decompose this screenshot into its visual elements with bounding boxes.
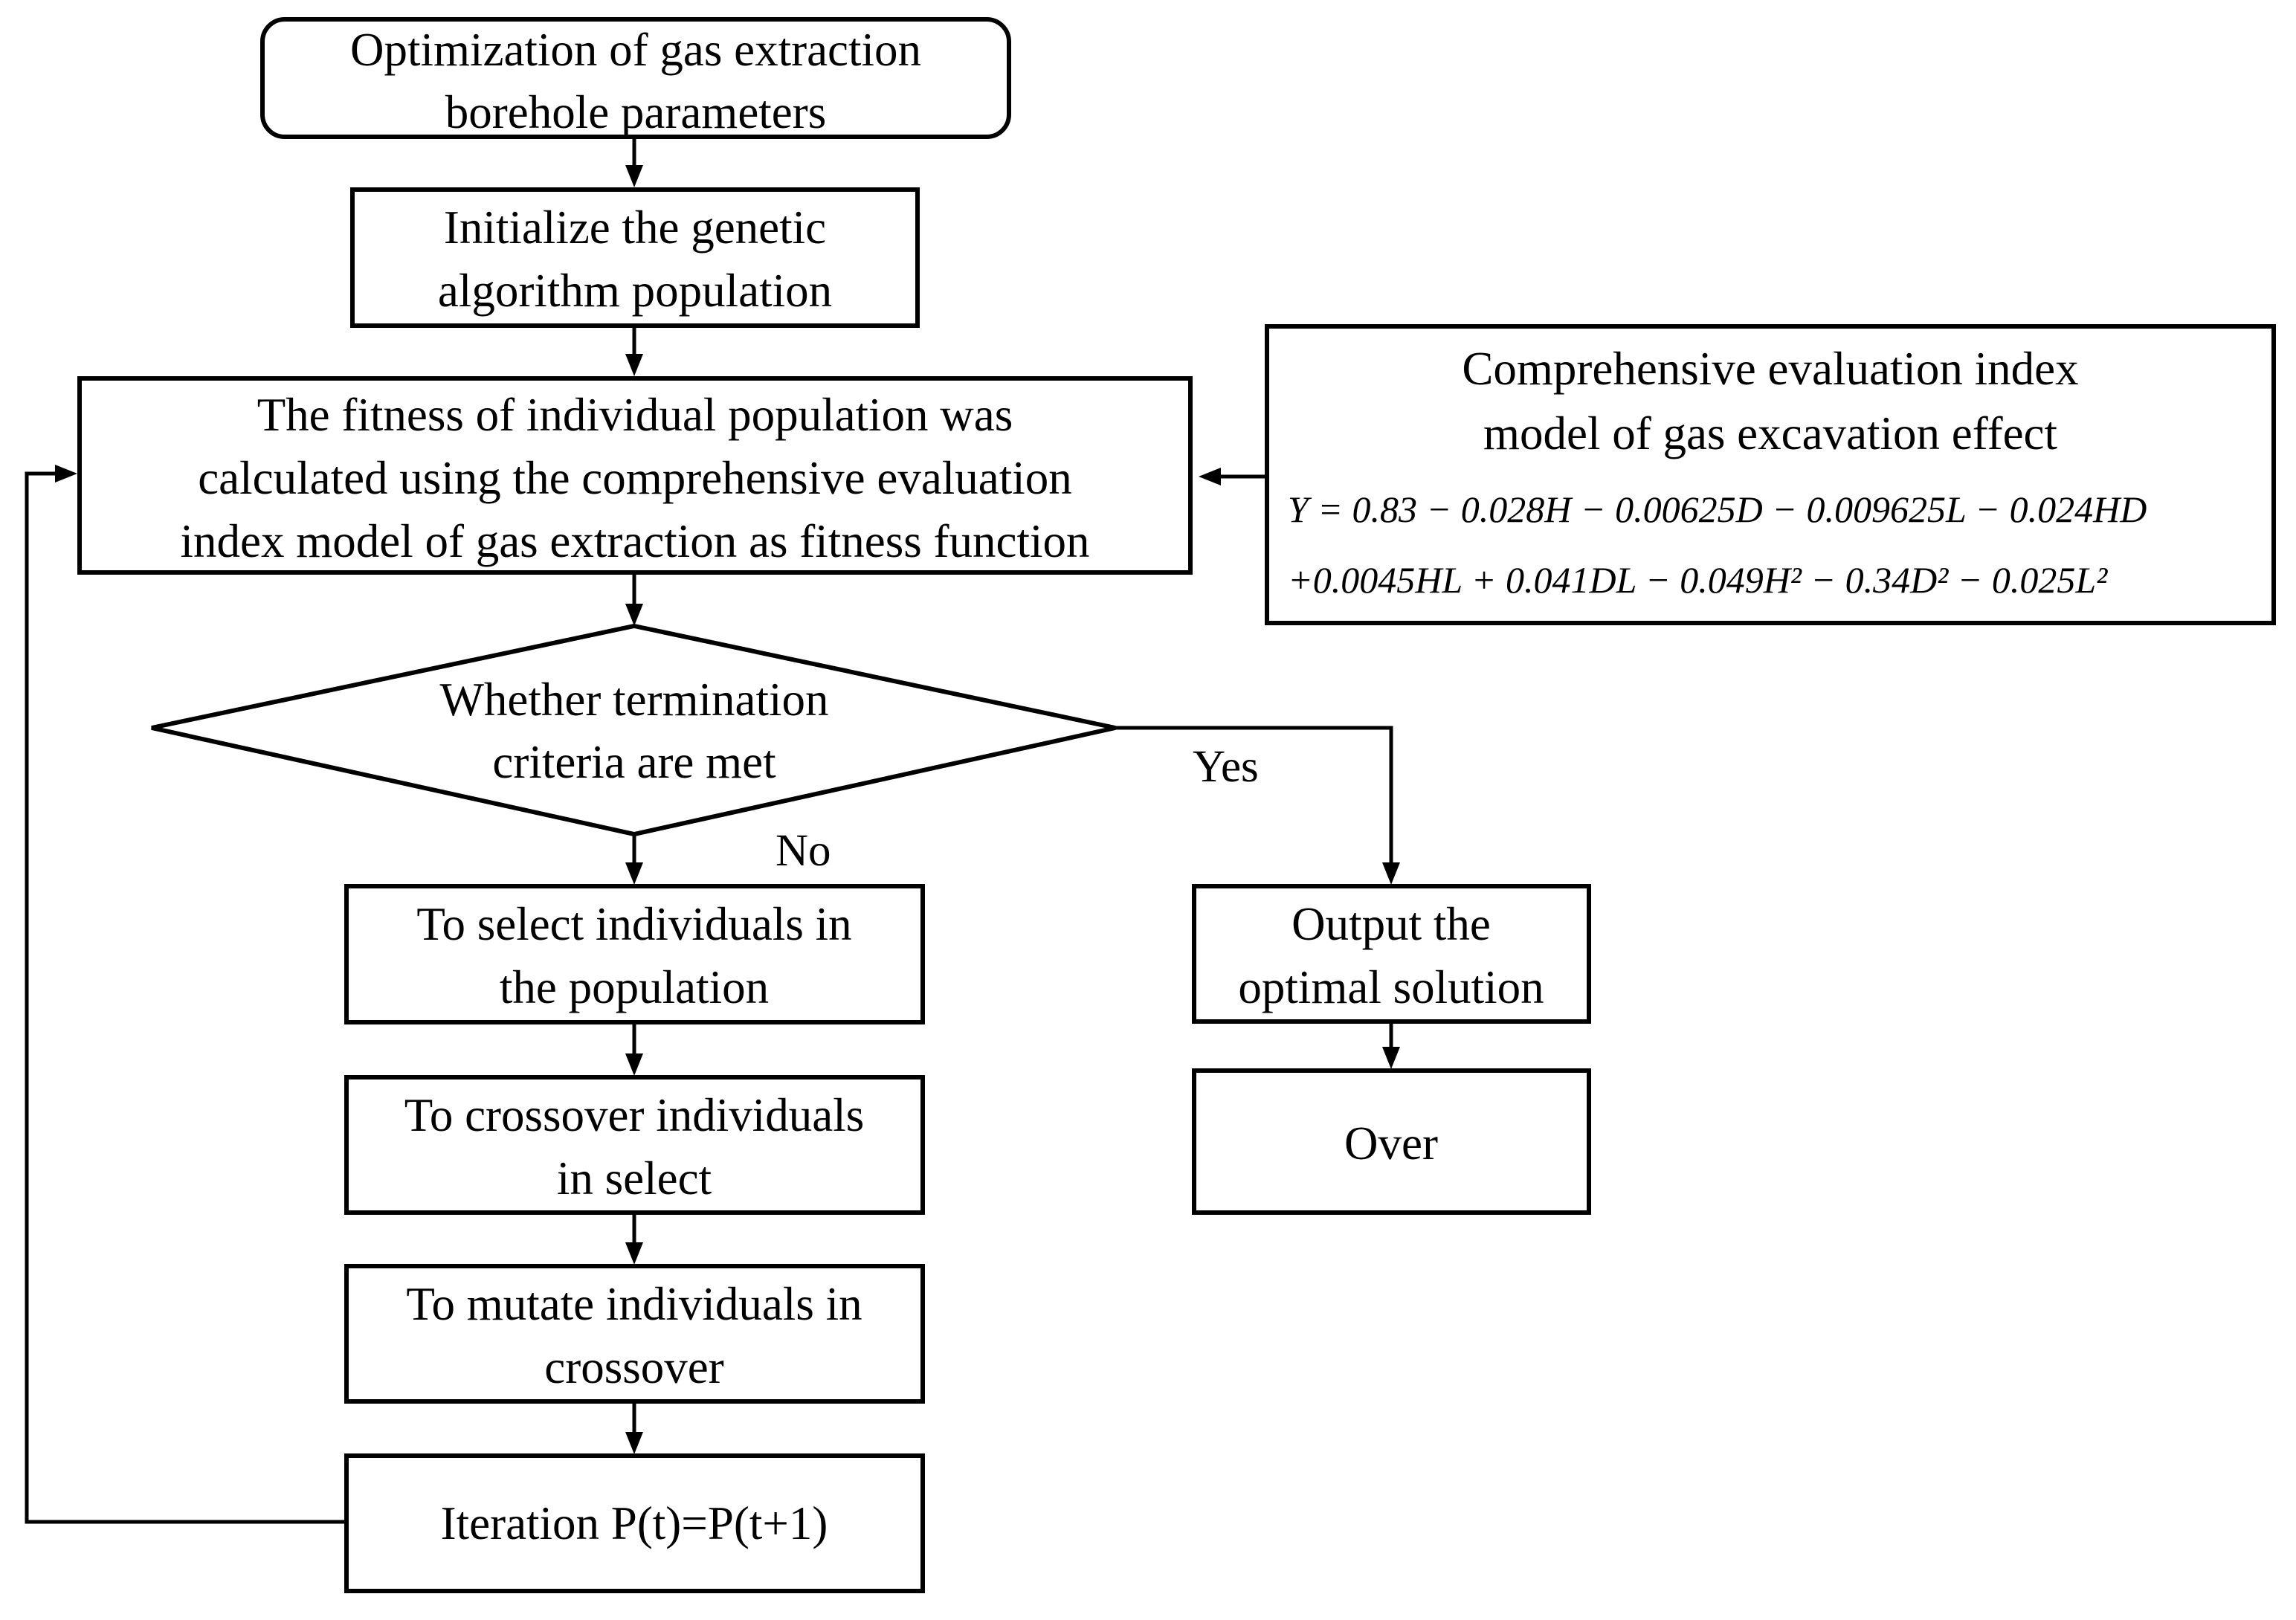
evaluation-model-line-2: model of gas excavation effect (1483, 407, 2057, 459)
start-node-line-1: Optimization of gas extraction (350, 24, 921, 76)
connector-mutate-to-iteration (625, 1403, 643, 1454)
output-solution-node: Output the optimal solution (1192, 884, 1591, 1024)
connector-output-to-over (1382, 1023, 1400, 1069)
output-solution-line-2: optimal solution (1238, 961, 1544, 1013)
connector-init-to-fitness (625, 327, 643, 376)
yes-branch-label: Yes (1193, 742, 1259, 792)
init-population-line-1: Initialize the genetic (444, 201, 826, 254)
crossover-individuals-node: To crossover individuals in select (344, 1075, 925, 1215)
end-node-label: Over (1344, 1117, 1438, 1169)
mutate-individuals-line-1: To mutate individuals in (406, 1278, 862, 1330)
termination-decision-line-2: criteria are met (492, 736, 776, 788)
connector-crossover-to-mutate (625, 1214, 643, 1265)
connector-decision-to-output (1115, 726, 1400, 885)
mutate-individuals-line-2: crossover (544, 1341, 723, 1393)
init-population-node: Initialize the genetic algorithm populat… (350, 187, 920, 328)
connector-fitness-to-decision (625, 574, 643, 626)
termination-decision-line-1: Whether termination (439, 674, 828, 726)
evaluation-model-line-1: Comprehensive evaluation index (1462, 343, 2078, 395)
evaluation-model-equation-line-2: +0.0045HL + 0.041DL − 0.049H² − 0.34D² −… (1288, 559, 2108, 601)
no-branch-label: No (775, 826, 831, 876)
termination-decision-node: Whether termination criteria are met (151, 623, 1116, 837)
select-individuals-line-1: To select individuals in (416, 898, 851, 950)
mutate-individuals-node: To mutate individuals in crossover (344, 1264, 925, 1404)
crossover-individuals-line-1: To crossover individuals (404, 1089, 865, 1141)
fitness-calculation-line-2: calculated using the comprehensive evalu… (198, 452, 1072, 504)
select-individuals-line-2: the population (500, 961, 769, 1013)
connector-select-to-crossover (625, 1024, 643, 1076)
connector-model-to-fitness (1199, 468, 1267, 485)
init-population-line-2: algorithm population (438, 265, 832, 317)
evaluation-model-node: Comprehensive evaluation index model of … (1265, 324, 2276, 625)
end-node: Over (1192, 1068, 1591, 1215)
connector-start-to-init (625, 132, 643, 187)
crossover-individuals-line-2: in select (557, 1152, 712, 1204)
fitness-calculation-line-1: The fitness of individual population was (257, 389, 1013, 441)
evaluation-model-equation-line-1: Y = 0.83 − 0.028H − 0.00625D − 0.009625L… (1288, 488, 2147, 530)
fitness-calculation-node: The fitness of individual population was… (77, 376, 1193, 575)
select-individuals-node: To select individuals in the population (344, 884, 925, 1024)
connector-iteration-loop-to-fitness (25, 465, 346, 1524)
iteration-node: Iteration P(t)=P(t+1) (344, 1453, 925, 1593)
start-node-line-2: borehole parameters (445, 86, 827, 138)
output-solution-line-1: Output the (1292, 898, 1491, 950)
fitness-calculation-line-3: index model of gas extraction as fitness… (181, 515, 1090, 567)
connector-decision-to-select (625, 834, 643, 885)
iteration-label: Iteration P(t)=P(t+1) (441, 1497, 828, 1549)
start-node: Optimization of gas extraction borehole … (260, 17, 1011, 139)
